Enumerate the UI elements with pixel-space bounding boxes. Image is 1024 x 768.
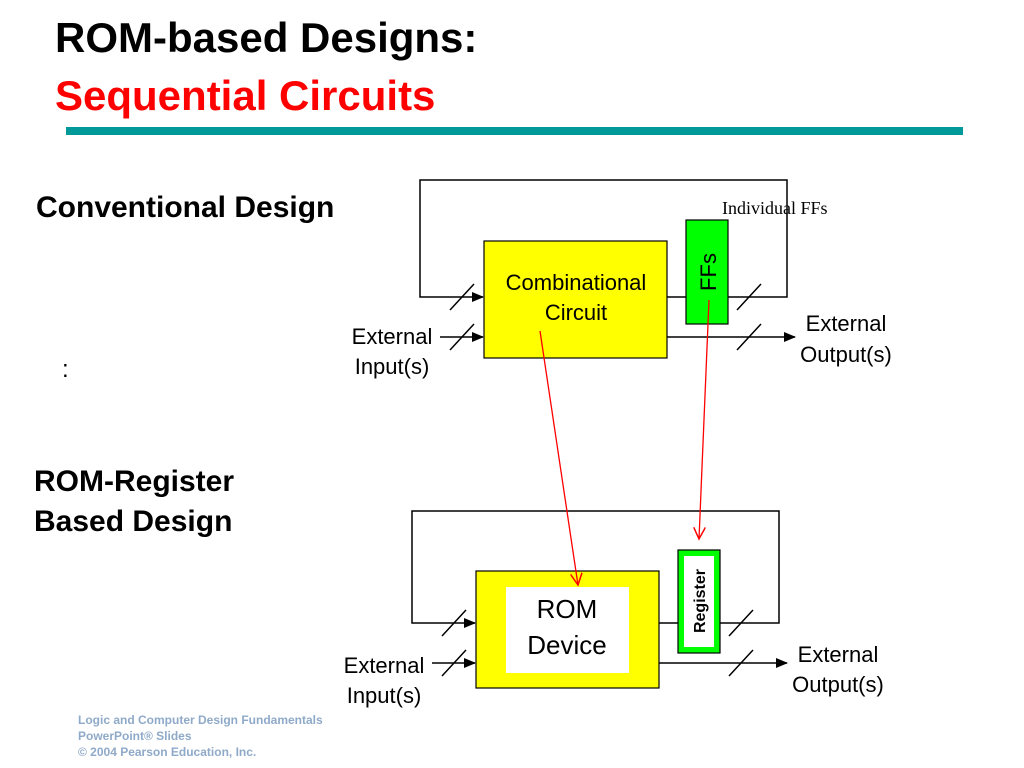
copyright-footer: Logic and Computer Design Fundamentals P… — [78, 712, 323, 760]
bus-slash — [441, 649, 467, 677]
ff-label: FFs — [696, 253, 721, 291]
combinational-label-line1: Combinational — [506, 270, 647, 295]
footer-line: © 2004 Pearson Education, Inc. — [78, 745, 257, 759]
individual-ffs-annotation: Individual FFs — [722, 198, 828, 218]
feedback-loop-wire — [419, 179, 788, 302]
register-label: Register — [692, 569, 709, 633]
title-divider-bar — [66, 127, 963, 135]
rom-output-label-line2: Output(s) — [792, 672, 884, 697]
register-label-box — [684, 556, 714, 647]
rom-input-label-line2: Input(s) — [347, 683, 422, 708]
bus-slash — [728, 649, 754, 677]
bus-slash — [736, 283, 762, 311]
ff-block — [685, 219, 729, 325]
slide-title: ROM-based Designs: — [55, 14, 478, 61]
combinational-label-line2: Circuit — [545, 300, 607, 325]
title-divider — [66, 127, 963, 135]
mapping-arrow-ffs-to-register — [699, 299, 710, 539]
bus-slash — [728, 609, 754, 637]
conv-input-label-line2: Input(s) — [355, 354, 430, 379]
colon-mark: : — [62, 356, 69, 383]
rom-register-diagram: ROM Device Register External Input(s) Ex… — [344, 510, 884, 708]
footer-line: Logic and Computer Design Fundamentals — [78, 713, 323, 727]
rom-feedback-loop-wire — [411, 510, 780, 628]
conv-output-label-line1: External — [806, 311, 887, 336]
rom-input-label-line1: External — [344, 653, 425, 678]
bus-slash — [449, 283, 475, 311]
bus-slash — [449, 323, 475, 351]
conventional-diagram: Combinational Circuit FFs Individual FFs… — [352, 179, 892, 379]
bus-slash — [736, 323, 762, 351]
conventional-design-label: Conventional Design — [36, 191, 335, 224]
rom-register-label-line1: ROM-Register — [34, 465, 235, 498]
slide-subtitle: Sequential Circuits — [55, 72, 436, 119]
rom-output-label-line1: External — [798, 642, 879, 667]
mapping-arrow-comb-to-rom — [539, 330, 578, 585]
rom-device-box — [506, 587, 629, 673]
bus-slash — [441, 609, 467, 637]
rom-label-line1: ROM — [537, 594, 598, 624]
conv-output-label-line2: Output(s) — [800, 342, 892, 367]
combinational-circuit-block — [483, 240, 668, 359]
rom-register-label-line2: Based Design — [34, 505, 233, 538]
rom-label-line2: Device — [527, 630, 606, 660]
conv-input-label-line1: External — [352, 324, 433, 349]
footer-line: PowerPoint® Slides — [78, 729, 192, 743]
